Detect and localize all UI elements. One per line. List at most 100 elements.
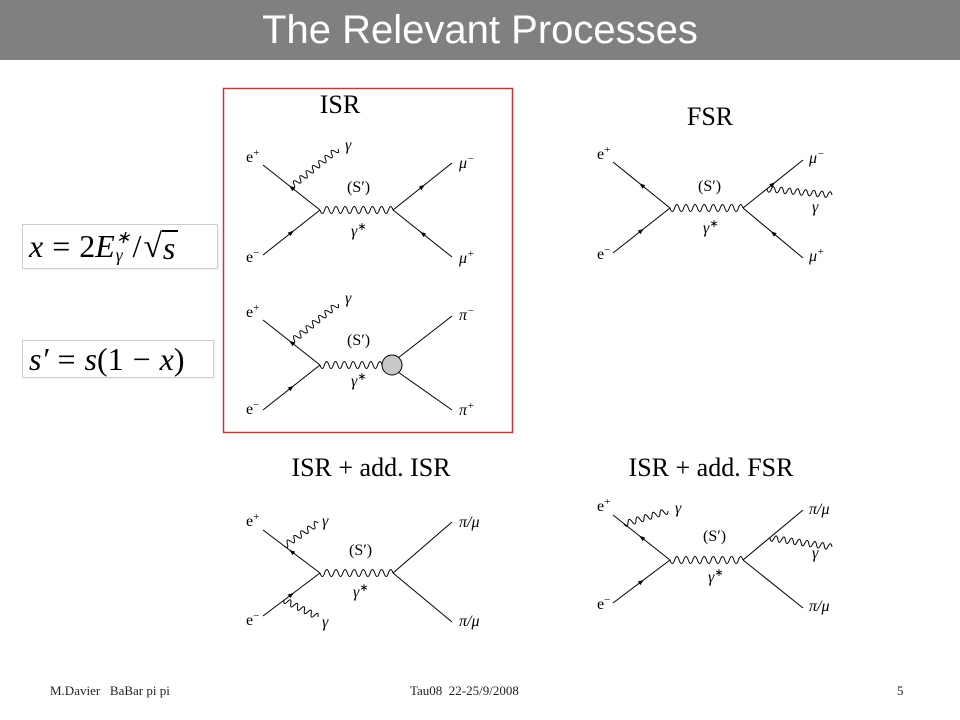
footer-page-number: 5 [897,683,904,698]
particle-symbol: γ [351,223,358,240]
mu-minus-label: μ− [458,153,474,172]
virtual-photon-label: γ∗ [708,567,724,586]
particle-symbol: γ [708,569,715,586]
particle-symbol: μ [458,155,467,172]
fermion-arrow [769,182,776,188]
fsr-photon-line [769,535,833,550]
charge-sup: + [604,144,610,156]
diagram-isr-mumu: e+ e− γ (S′) γ∗ μ− μ+ [246,137,474,267]
s-prime-label: (S′) [349,542,372,559]
pi-mu-label: π/μ [809,501,830,518]
formula-supsub: ∗ γ [115,228,131,265]
fermion-arrow [420,231,427,238]
e-plus-label: e+ [246,302,259,321]
charge-sup: − [253,399,259,411]
particle-symbol: e [246,149,253,166]
photon-label: γ [345,137,352,154]
particle-symbol: e [597,246,604,263]
particle-symbol: e [597,146,604,163]
fermion-arrow [639,183,646,189]
pi-mu-label: π/μ [459,613,480,630]
charge-sup: − [253,247,259,259]
fermion-arrow [637,579,644,586]
footer-conference: Tau08 22-25/9/2008 [410,683,519,698]
pi-minus-line [397,315,453,359]
fermion-arrow [289,549,296,556]
mu-minus-label: μ− [808,148,824,167]
particle-symbol: e [597,498,604,515]
isr-photon-line [290,303,340,344]
virtual-photon-label: γ∗ [353,582,369,601]
virtual-photon-propagator [669,204,744,212]
diagram-fsr-mumu: e+ e− (S′) γ∗ μ− μ+ γ [597,144,833,265]
isr-highlight-box [222,87,514,434]
photon-label: γ [322,614,329,631]
final-state-bottom-line [392,572,453,623]
star-sup: ∗ [709,218,718,230]
fermion-arrow [639,535,646,542]
formula-equals: = [57,340,76,377]
virtual-photon-label: γ∗ [351,221,367,240]
final-state-bottom-line [742,559,804,609]
charge-sup: + [467,248,474,260]
charge-sup: − [817,148,824,160]
pi-plus-line [397,371,453,411]
formula-equals: = [52,228,71,264]
virtual-photon-propagator [319,206,394,214]
charge-sup: − [253,610,259,622]
fermion-arrow [289,185,296,192]
isr-add-fsr-heading: ISR + add. FSR [629,453,795,482]
charge-sup: − [604,244,610,256]
form-factor-blob [381,354,403,376]
formula-sub: γ [115,244,123,265]
charge-sup: + [467,400,474,412]
e-plus-label: e+ [597,144,610,163]
fermion-arrow [770,231,777,237]
isr-photon-line [623,509,669,527]
diagram-isr-add-fsr: e+ e− γ (S′) γ∗ π/μ π/μ γ [597,496,833,615]
charge-sup: − [604,594,610,606]
virtual-photon-label: γ∗ [703,218,719,237]
e-minus-label: e− [597,594,610,613]
fermion-arrow [287,592,294,599]
formula-minus: − [132,340,151,377]
fermion-arrow [289,340,296,347]
final-state-top-line [392,521,453,574]
formula-var: s′ [29,340,49,377]
particle-symbol: π [459,402,468,419]
star-sup: ∗ [357,221,366,233]
fermion-arrow [637,228,644,235]
formula-paren-close: ) [173,340,185,377]
particle-symbol: e [246,304,253,321]
slide-title: The Relevant Processes [262,8,698,52]
pi-plus-label: π+ [459,400,474,419]
charge-sup: + [817,246,824,258]
photon-label: γ [345,290,352,307]
fermion-arrow [287,385,294,392]
diagram-isr-add-isr: e+ e− γ γ (S′) γ∗ π/μ π/μ [246,511,480,631]
charge-sup: + [253,302,259,314]
isr-add-isr-heading: ISR + add. ISR [291,453,451,482]
charge-sup: + [253,511,259,523]
particle-symbol: e [246,612,253,629]
photon-label: γ [675,500,682,517]
fermion-arrow [418,184,425,191]
sqrt-symbol: √ [143,227,162,265]
e-minus-label: e− [246,399,259,418]
formula-var: x [159,340,174,377]
fsr-heading: FSR [687,102,734,131]
charge-sup: − [467,305,474,317]
title-bar: The Relevant Processes [0,0,960,60]
particle-symbol: γ [351,373,358,390]
formula-slash: / [132,228,142,264]
fermion-arrow [287,230,294,237]
formula-var: x [29,228,44,264]
s-prime-label: (S′) [347,332,370,349]
particle-symbol: μ [808,150,817,167]
particle-symbol: γ [353,584,360,601]
isr-photon-line [290,148,340,189]
e-minus-label: e− [246,247,259,266]
charge-sup: − [467,153,474,165]
